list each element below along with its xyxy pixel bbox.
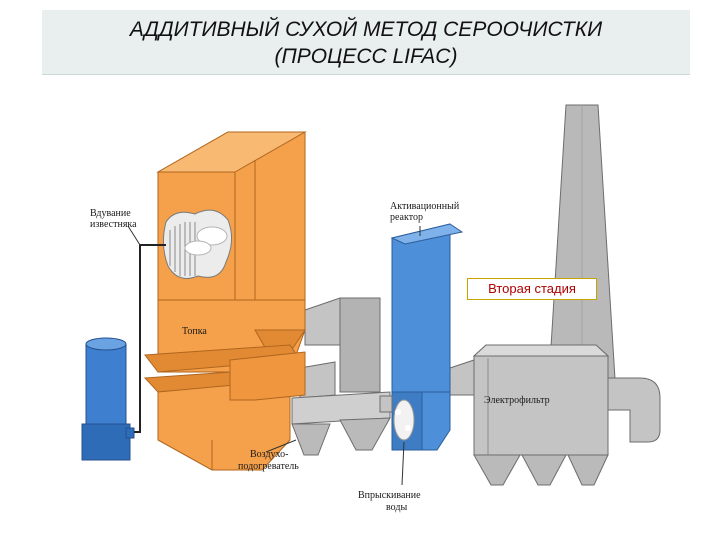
air-heater-ducting xyxy=(291,297,393,456)
label-water-spray-1: Впрыскивание xyxy=(358,490,421,501)
lime-injection-pipe xyxy=(134,244,166,433)
label-electrostatic-precipitator: Электрофильтр xyxy=(484,395,550,406)
water-spray-cloud xyxy=(393,399,415,441)
second-stage-callout: Вторая стадия xyxy=(467,278,597,300)
boiler-furnace xyxy=(143,131,307,471)
label-furnace: Топка xyxy=(182,326,207,337)
label-lime-injection-1: Вдувание xyxy=(90,208,131,219)
activation-reactor xyxy=(390,223,464,451)
flue-duct-to-stack xyxy=(599,377,661,443)
slide-title-line-2: (ПРОЦЕСС LIFAC) xyxy=(274,45,458,68)
label-activation-reactor-1: Активационный xyxy=(390,201,460,212)
label-activation-reactor-2: реактор xyxy=(390,212,423,223)
label-air-heater-2: подогреватель xyxy=(238,461,299,472)
slide-title-line-1: АДДИТИВНЫЙ СУХОЙ МЕТОД СЕРООЧИСТКИ xyxy=(129,18,603,41)
title-banner: АДДИТИВНЫЙ СУХОЙ МЕТОД СЕРООЧИСТКИ (ПРОЦ… xyxy=(42,10,690,75)
label-water-spray-2: воды xyxy=(386,502,407,513)
label-lime-injection-2: известняка xyxy=(90,219,137,230)
label-air-heater-1: Воздухо- xyxy=(250,449,288,460)
limestone-silo xyxy=(81,337,135,461)
label-leader-lines xyxy=(127,225,421,486)
electrostatic-precipitator xyxy=(472,344,610,486)
